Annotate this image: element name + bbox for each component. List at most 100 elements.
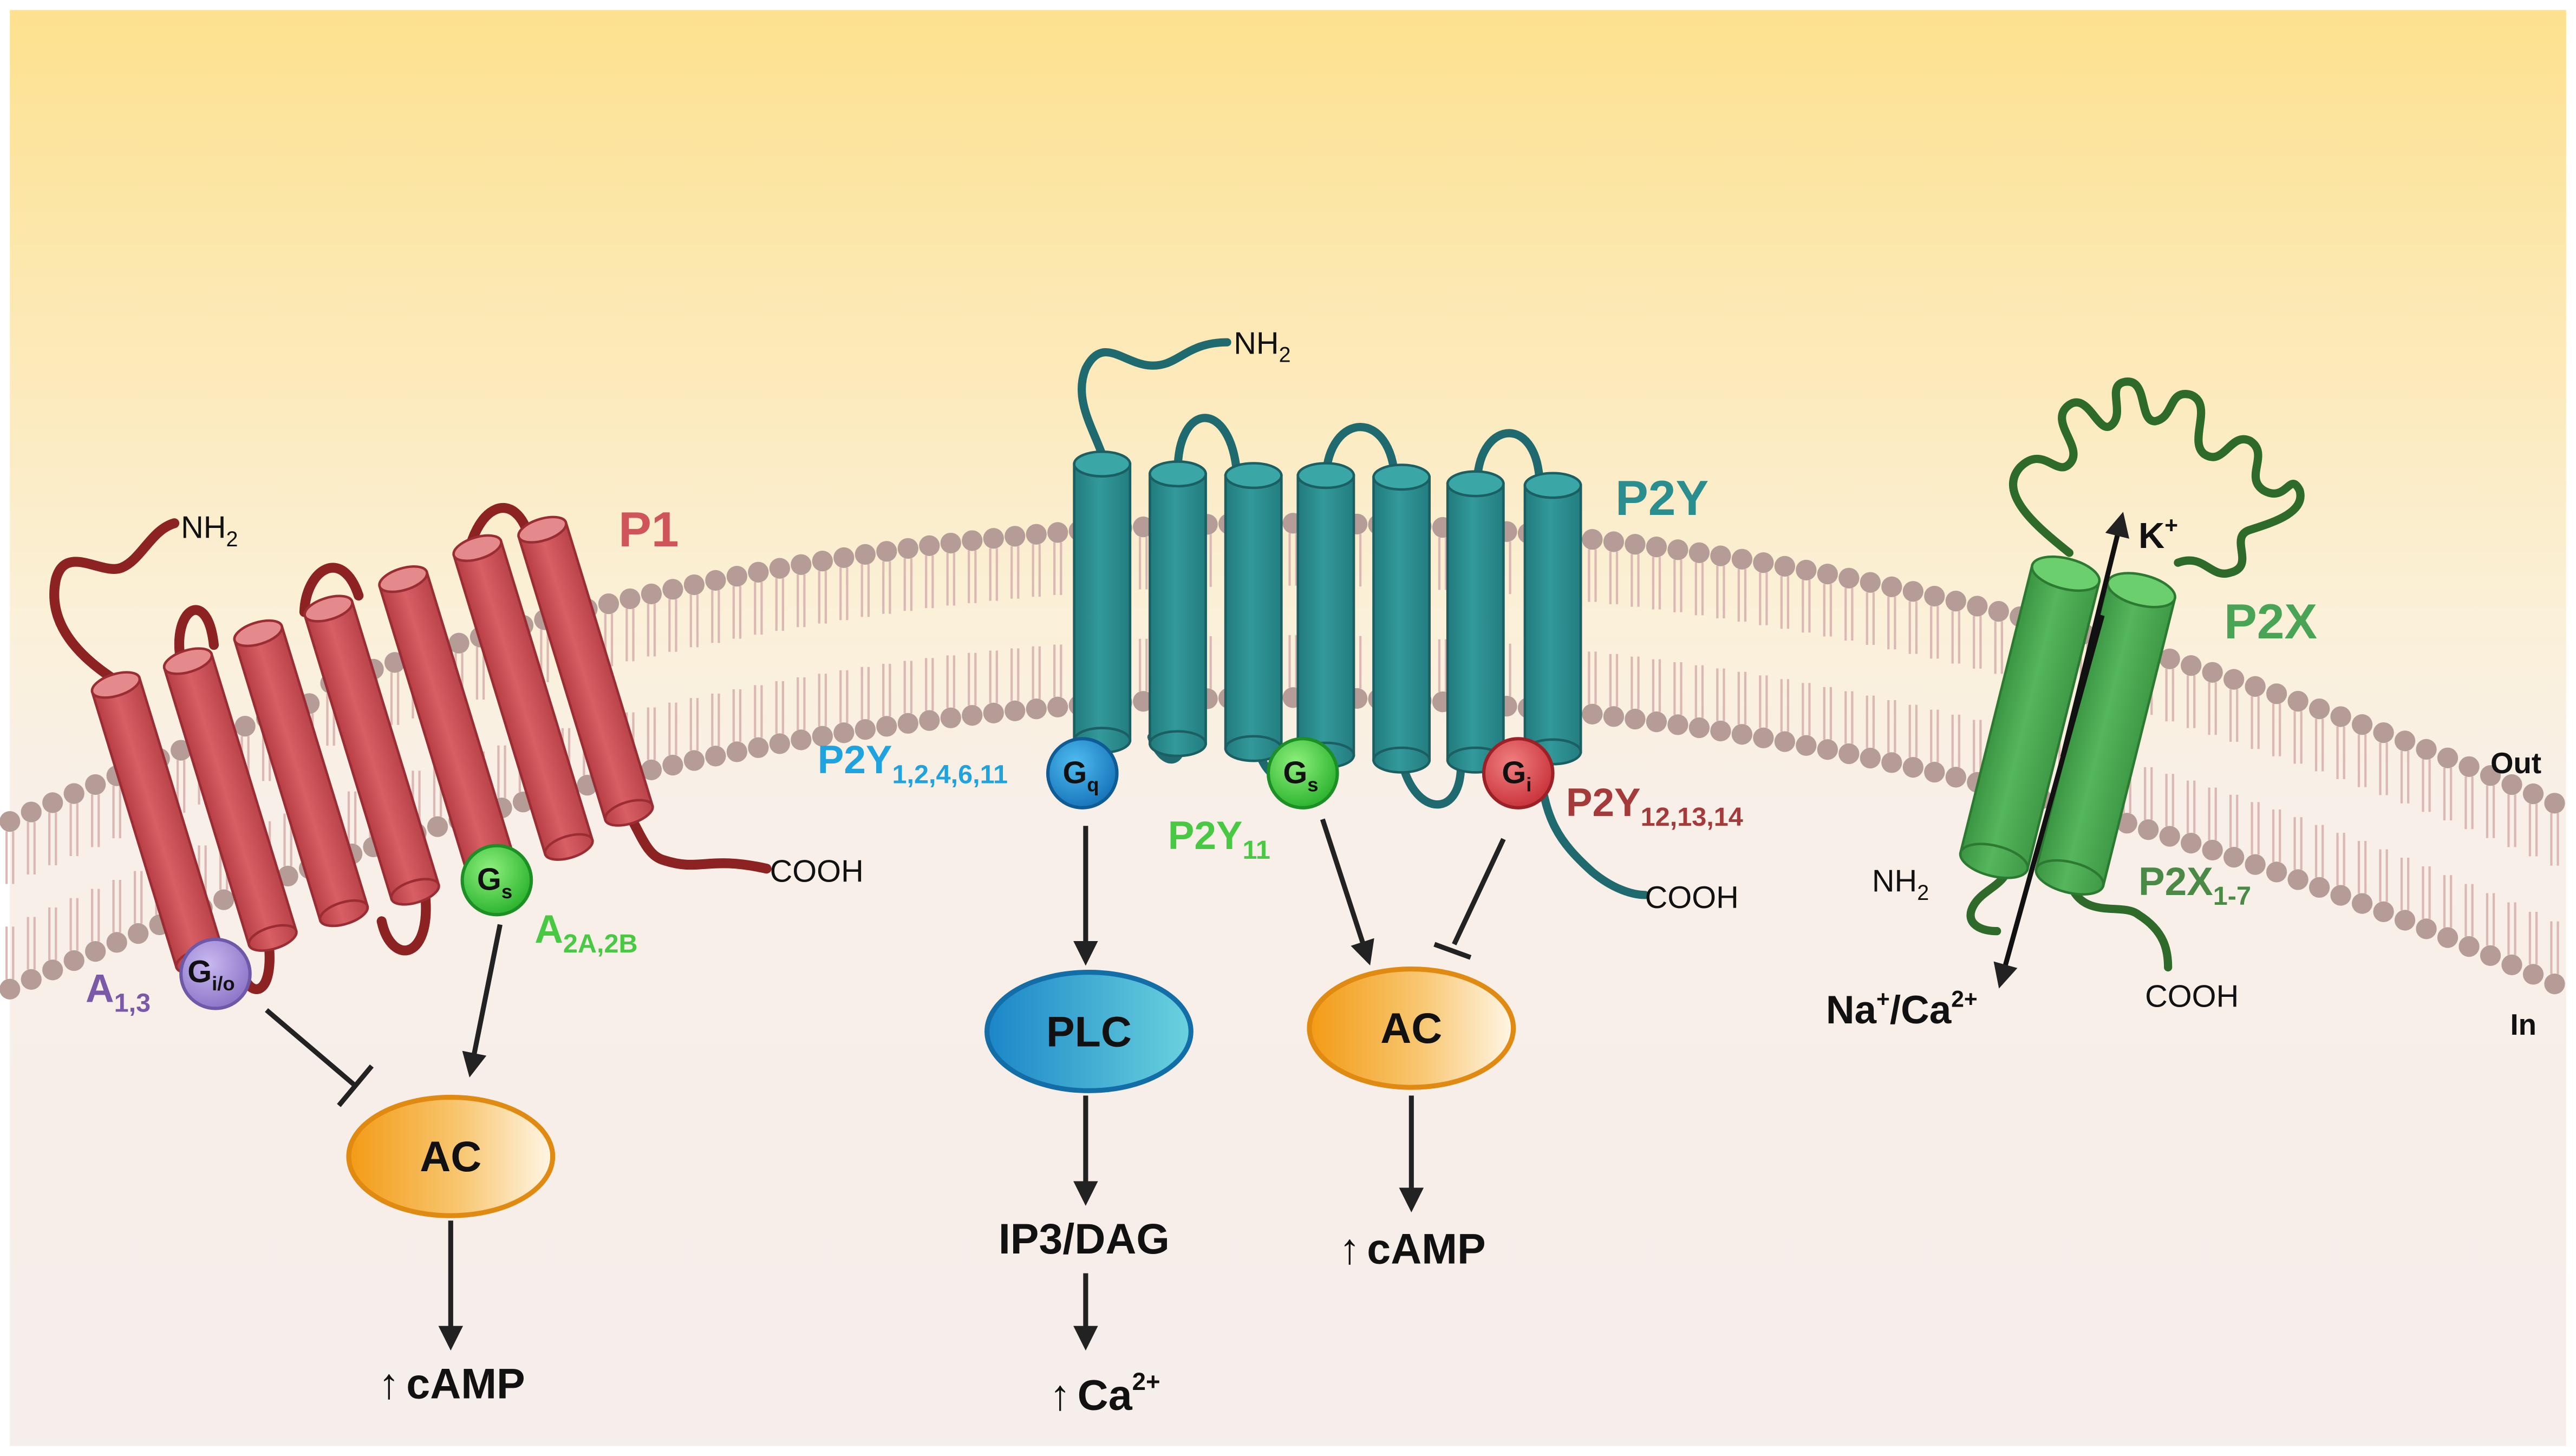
lipid-head [2202, 662, 2223, 683]
lipid-head [2245, 676, 2266, 697]
p2y-gi-protein: Gi [1482, 737, 1555, 809]
lipid-head [106, 932, 127, 953]
lipid-head [42, 792, 63, 813]
lipid-head [1924, 585, 1945, 607]
lipid-head [1625, 533, 1646, 555]
lipid-head [21, 969, 42, 990]
p2x-ion-arrow-in [2060, 512, 2129, 758]
lipid-head [2159, 826, 2180, 847]
lipid-head [705, 746, 726, 767]
lipid-head [1988, 600, 2009, 622]
p1-gio-inhibit-line [265, 1008, 357, 1088]
svg-text:Gs: Gs [477, 863, 512, 903]
p1-nh2-tail [49, 518, 180, 683]
p2x-helix [1959, 555, 2101, 879]
lipid-head [2181, 655, 2202, 676]
p1-helix [303, 595, 440, 906]
lipid-head [1902, 581, 1923, 602]
lipid-head [641, 759, 662, 781]
lipid-head [1967, 596, 1988, 617]
lipid-head [2202, 839, 2223, 861]
lipid-head [1047, 522, 1068, 543]
p1-a2a2b-label: A2A,2B [534, 907, 637, 958]
lipid-head [2330, 885, 2351, 906]
lipid-head [940, 532, 961, 554]
lipid-head [2138, 819, 2159, 840]
lipid-head [2308, 698, 2330, 720]
lipid-head [1646, 711, 1667, 733]
lipid-head [2458, 756, 2480, 777]
lipid-head [791, 554, 812, 575]
p1-camp-output: ↑cAMP [379, 1360, 525, 1407]
lipid-head [1133, 691, 1154, 712]
lipid-head [1688, 717, 1710, 739]
lipid-head [1710, 545, 1731, 566]
lipid-head [85, 774, 106, 795]
lipid-head [2373, 901, 2394, 923]
lipid-head [0, 811, 21, 832]
p2x-title: P2X [2224, 595, 2317, 649]
p2y-camp-output: ↑cAMP [1339, 1225, 1486, 1272]
lipid-head [1774, 731, 1796, 752]
lipid-head [1945, 590, 1966, 612]
svg-text:AC: AC [420, 1133, 481, 1180]
p1-cooh-label: COOH [770, 854, 864, 889]
lipid-head [769, 558, 790, 579]
p2x-receptor: P2X K+ P2X1-7 NH2 COOH Na+/Ca2+ [1826, 377, 2317, 1032]
lipid-head [2458, 936, 2480, 957]
p2y-helix [1372, 463, 1431, 774]
lipid-head [1603, 531, 1625, 552]
p2x-extracellular-loop [2009, 377, 2305, 578]
p2y-helix [1523, 472, 1582, 766]
lipid-head [2394, 910, 2416, 931]
svg-text:Gq: Gq [1062, 755, 1099, 795]
lipid-head [705, 570, 726, 591]
p2y-gs-label: P2Y11 [1168, 814, 1270, 865]
lipid-head [2480, 765, 2501, 786]
p2y-gi-label: P2Y12,13,14 [1566, 781, 1743, 832]
p2x-helix [2034, 572, 2177, 896]
p2y-nh2-label: NH2 [1234, 326, 1290, 367]
p1-title: P1 [618, 502, 679, 557]
lipid-head [897, 713, 918, 734]
lipid-head [1753, 727, 1774, 748]
p2x-k-label: K+ [2138, 513, 2178, 556]
lipid-head [1731, 549, 1753, 570]
lipid-head [2330, 706, 2351, 727]
lipid-head [2437, 927, 2458, 948]
p2x-nh2-label: NH2 [1872, 864, 1929, 905]
p2y-helix [1073, 450, 1132, 754]
svg-text:AC: AC [1380, 1004, 1442, 1052]
lipid-head [2266, 683, 2287, 704]
lipid-head [1603, 706, 1625, 727]
lipid-head [983, 528, 1004, 549]
lipid-head [897, 538, 918, 559]
lipid-head [1582, 703, 1603, 724]
lipid-head [1796, 735, 1817, 756]
svg-text:Gi/o: Gi/o [187, 955, 234, 995]
lipid-head [769, 733, 790, 754]
lipid-head [1881, 752, 1902, 773]
lipid-head [812, 726, 833, 747]
p1-loops [174, 503, 772, 994]
lipid-head [919, 710, 940, 731]
lipid-head [683, 574, 705, 596]
p1-gio-protein: Gi/o [179, 937, 252, 1010]
lipid-head [726, 566, 748, 587]
p2x-cooh-label: COOH [2145, 979, 2239, 1014]
lipid-head [683, 750, 705, 771]
lipid-head [1796, 559, 1817, 580]
lipid-head [2544, 973, 2565, 995]
p2x-ion-arrow-out [1993, 615, 2105, 989]
lipid-head [855, 544, 876, 565]
lipid-head [277, 865, 298, 887]
lipid-head [619, 588, 641, 609]
p2x-na-ca-label: Na+/Ca2+ [1826, 987, 1978, 1031]
p2y-helix [1224, 462, 1283, 762]
lipid-head [662, 754, 683, 776]
lipid-head [962, 530, 983, 551]
lipid-head [2480, 945, 2501, 967]
lipid-head [2245, 854, 2266, 875]
lipid-head [1881, 576, 1902, 597]
p1-helix [233, 619, 369, 928]
